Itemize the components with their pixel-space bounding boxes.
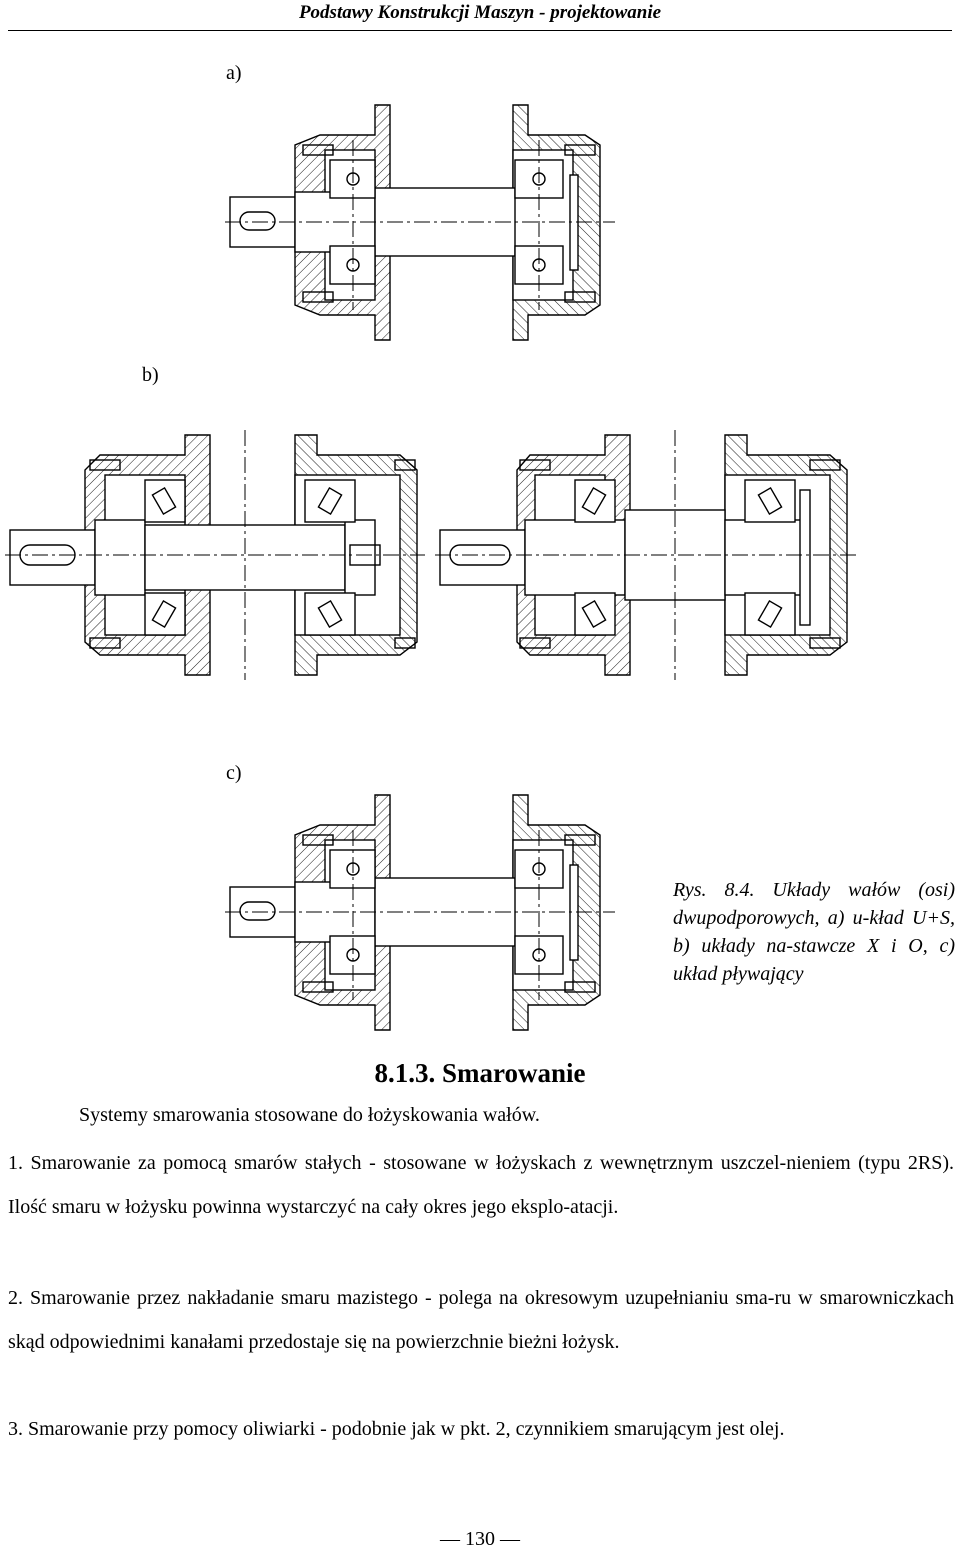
figure-label-a: a) [226, 62, 242, 84]
list-item-2: 2. Smarowanie przez nakładanie smaru maz… [8, 1287, 954, 1353]
section-title: 8.1.3. Smarowanie [374, 1058, 586, 1088]
drawing-c-floating-arrangement [225, 794, 615, 1031]
page-number: — 130 — [440, 1528, 520, 1550]
list-item-3: 3. Smarowanie przy pomocy oliwiarki - po… [8, 1418, 785, 1440]
drawing-b-x-arrangement [5, 430, 425, 680]
drawing-a-shaft-assembly [225, 104, 615, 341]
drawing-b-o-arrangement [435, 430, 860, 680]
running-header: Podstawy Konstrukcji Maszyn - projektowa… [298, 2, 662, 23]
section-intro: Systemy smarowania stosowane do łożyskow… [79, 1104, 540, 1126]
figure-caption: Rys. 8.4. Układy wałów (osi) dwupodporow… [673, 879, 955, 985]
figure-label-c: c) [226, 762, 242, 784]
header-rule [8, 30, 952, 31]
figure-label-b: b) [142, 364, 159, 386]
list-item-1: 1. Smarowanie za pomocą smarów stałych -… [8, 1152, 954, 1218]
